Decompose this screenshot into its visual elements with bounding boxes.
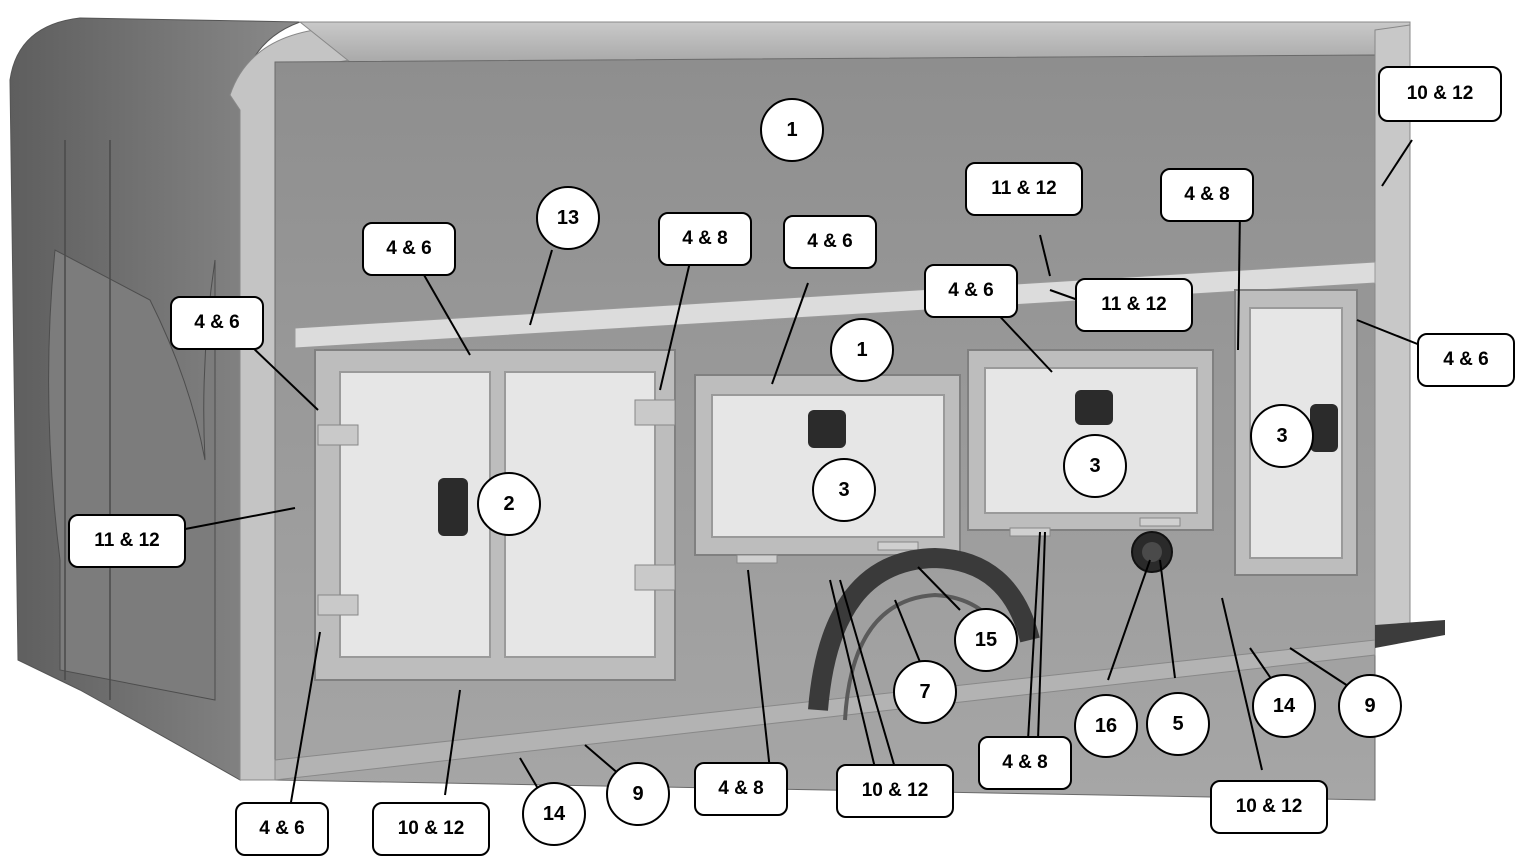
callout-circle-7: 7 — [893, 660, 957, 724]
door-latch-left — [438, 478, 468, 536]
callout-circle-13: 13 — [536, 186, 600, 250]
callout-circle-3-a: 3 — [812, 458, 876, 522]
callout-11-12-upper: 11 & 12 — [965, 162, 1083, 216]
door-latch-mid1 — [808, 410, 846, 448]
callout-4-8-upper-rear: 4 & 8 — [1160, 168, 1254, 222]
callout-circle-1-top: 1 — [760, 98, 824, 162]
callout-circle-9-a: 9 — [606, 762, 670, 826]
callout-4-8-bottom-a: 4 & 8 — [694, 762, 788, 816]
callout-10-12-bottom-right: 10 & 12 — [1210, 780, 1328, 834]
callout-circle-1-mid: 1 — [830, 318, 894, 382]
rear-step — [1375, 620, 1445, 648]
callout-10-12-top-right: 10 & 12 — [1378, 66, 1502, 122]
callout-4-8-upper-left: 4 & 8 — [658, 212, 752, 266]
wheel-well — [808, 547, 1040, 711]
callout-4-6-left: 4 & 6 — [170, 296, 264, 350]
door-latch-rear — [1310, 404, 1338, 452]
callout-circle-3-c: 3 — [1250, 404, 1314, 468]
callout-11-12-left: 11 & 12 — [68, 514, 186, 568]
callout-4-6-mid2: 4 & 6 — [924, 264, 1018, 318]
callout-10-12-bottom-mid: 10 & 12 — [836, 764, 954, 818]
callout-circle-3-b: 3 — [1063, 434, 1127, 498]
callout-circle-5: 5 — [1146, 692, 1210, 756]
door-latch-mid2 — [1075, 390, 1113, 425]
callout-4-6-bottom-left: 4 & 6 — [235, 802, 329, 856]
callout-10-12-bottom-left: 10 & 12 — [372, 802, 490, 856]
callout-circle-14-a: 14 — [522, 782, 586, 846]
callout-circle-9-b: 9 — [1338, 674, 1402, 738]
callout-4-6-door: 4 & 6 — [362, 222, 456, 276]
callout-circle-15: 15 — [954, 608, 1018, 672]
leader-lines — [179, 139, 1421, 809]
callout-4-8-bottom-b: 4 & 8 — [978, 736, 1072, 790]
callout-circle-14-b: 14 — [1252, 674, 1316, 738]
callout-4-6-mid1: 4 & 6 — [783, 215, 877, 269]
callout-11-12-strip: 11 & 12 — [1075, 278, 1193, 332]
callout-circle-2: 2 — [477, 472, 541, 536]
callout-4-6-rear-right: 4 & 6 — [1417, 333, 1515, 387]
callout-circle-16: 16 — [1074, 694, 1138, 758]
